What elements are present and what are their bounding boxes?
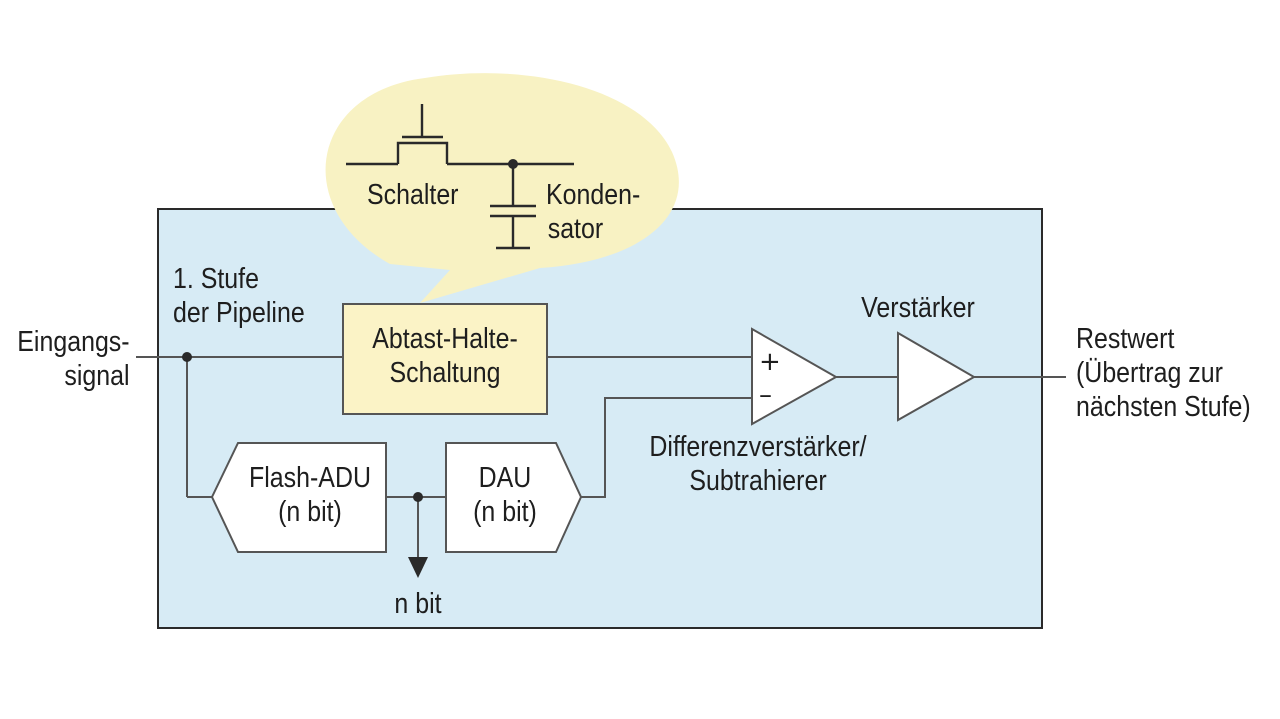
capacitor-label: Konden- sator [546, 179, 641, 245]
differential-amplifier-label: Differenzverstärker/ Subtrahierer [649, 431, 867, 497]
digital-junction-dot [413, 492, 423, 502]
output-label: Restwert (Übertrag zur nächsten Stufe) [1076, 323, 1251, 423]
sample-hold-block [342, 303, 548, 415]
switch-label: Schalter [367, 179, 459, 211]
sample-hold-label: Abtast-Halte- Schaltung [372, 323, 518, 389]
dac-label: DAU (n bit) [473, 462, 537, 528]
input-signal-label: Eingangs- signal [17, 326, 130, 392]
callout-bubble [325, 73, 679, 303]
dac-block [445, 442, 583, 553]
digital-output-label: n bit [394, 588, 442, 620]
arrow-down-icon [408, 557, 428, 578]
amplifier-label: Verstärker [861, 292, 975, 324]
pipeline-stage-box [157, 208, 1043, 629]
plus-sign: + [759, 347, 781, 377]
minus-sign: – [759, 380, 772, 410]
differential-amplifier-symbol [751, 327, 839, 426]
stage-title: 1. Stufe der Pipeline [173, 263, 305, 329]
amplifier-symbol [897, 331, 977, 422]
signal-lines [136, 356, 1066, 560]
flash-adc-label: Flash-ADU (n bit) [249, 462, 371, 528]
capacitor-icon [490, 159, 536, 250]
input-junction-dot [182, 352, 192, 362]
flash-adc-block [210, 442, 387, 553]
